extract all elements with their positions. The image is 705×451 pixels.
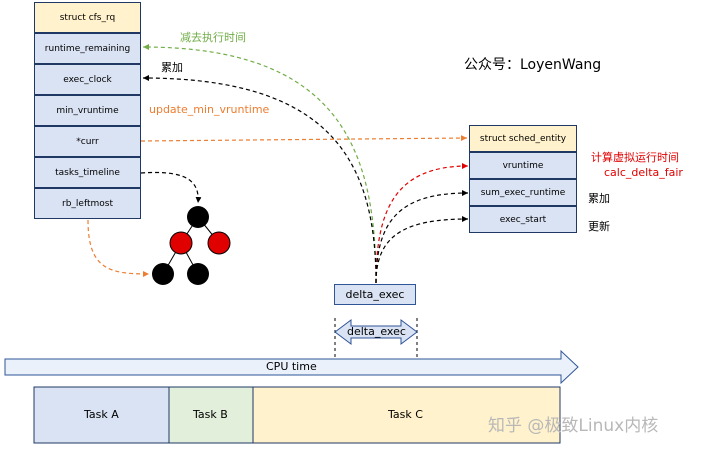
arrow-rb-leftmost-to-node xyxy=(87,219,150,277)
task-b-block xyxy=(168,386,254,444)
update-min-vruntime-label: update_min_vruntime xyxy=(149,103,270,116)
sched-entity-field-exec-start: exec_start xyxy=(469,206,577,233)
subtract-time-label: 减去执行时间 xyxy=(180,31,246,44)
delta-exec-box: delta_exec xyxy=(334,284,416,305)
arrow-to-vruntime xyxy=(375,163,469,284)
watermark: 知乎 @极致Linux内核 xyxy=(488,416,659,436)
sched-entity-header: struct sched_entity xyxy=(469,125,577,152)
task-a-label: Task A xyxy=(84,408,119,421)
sched-entity-field-sum-exec-runtime: sum_exec_runtime xyxy=(469,179,577,206)
update-label: 更新 xyxy=(588,220,610,233)
sched-entity-field-vruntime: vruntime xyxy=(469,152,577,179)
rb-node-red-left xyxy=(169,231,193,255)
accumulate-label-right: 累加 xyxy=(588,192,610,205)
arrow-to-sum-exec-runtime xyxy=(375,190,469,284)
rb-node-black-right xyxy=(187,263,209,285)
account-label: 公众号：LoyenWang xyxy=(464,57,602,73)
cfs-rq-field-exec-clock: exec_clock xyxy=(34,64,141,95)
delta-exec-arrow-label: delta_exec xyxy=(347,325,406,338)
arrow-to-runtime-remaining xyxy=(142,44,377,284)
rb-node-root xyxy=(187,206,209,228)
task-a-block xyxy=(33,386,170,444)
cpu-time-label: CPU time xyxy=(266,360,317,373)
rb-tree xyxy=(152,206,231,285)
cfs-rq-field-tasks-timeline: tasks_timeline xyxy=(34,157,141,188)
arrow-curr-to-sched-entity xyxy=(140,135,468,142)
task-c-label: Task C xyxy=(388,408,423,421)
cfs-rq-field-curr: *curr xyxy=(34,126,141,157)
cfs-rq-field-runtime-remaining: runtime_remaining xyxy=(34,33,141,64)
cfs-rq-field-min-vruntime: min_vruntime xyxy=(34,95,141,126)
delta-exec-double-arrow xyxy=(334,319,418,345)
arrow-tasks-timeline-to-tree xyxy=(140,171,202,204)
cfs-rq-field-rb-leftmost: rb_leftmost xyxy=(34,188,141,219)
arrow-to-exec-start xyxy=(375,216,469,284)
task-b-label: Task B xyxy=(193,408,228,421)
cfs-rq-header: struct cfs_rq xyxy=(34,2,141,33)
accumulate-label-left: 累加 xyxy=(161,61,183,74)
calc-delta-fair-label: calc_delta_fair xyxy=(604,166,683,179)
task-c-block xyxy=(252,386,561,444)
rb-node-leftmost xyxy=(152,263,174,285)
rb-node-red-right xyxy=(207,231,231,255)
calc-virtual-time-label: 计算虚拟运行时间 xyxy=(591,151,679,164)
cpu-time-arrow xyxy=(4,349,579,385)
